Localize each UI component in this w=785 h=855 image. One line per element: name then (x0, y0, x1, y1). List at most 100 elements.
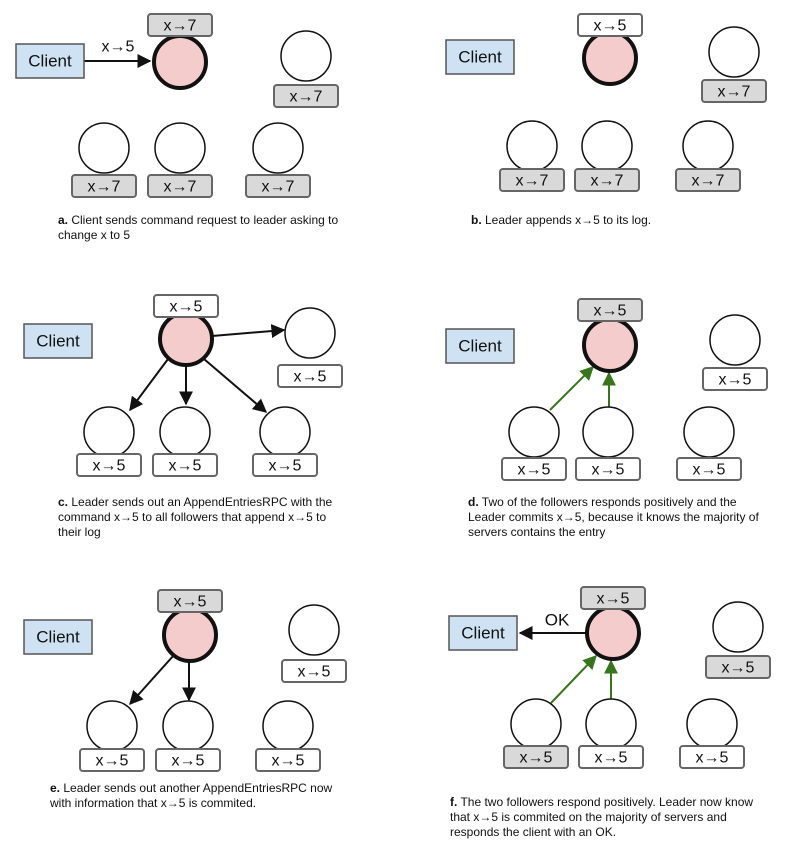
panel-f-follower-node (510, 698, 562, 750)
panel-c-follower-log: x→5 (152, 453, 218, 477)
log-box-rect (147, 174, 213, 198)
log-box-rect (575, 457, 641, 481)
panel-d-follower-node (508, 406, 560, 458)
log-entry-label: x→7 (591, 173, 624, 190)
log-entry-label: x→7 (164, 179, 197, 196)
log-entry-label: x→5 (595, 750, 628, 767)
caption-letter: a. (58, 213, 69, 227)
log-entry-label: x→5 (174, 594, 207, 611)
panel-b-follower-log: x→7 (499, 168, 565, 192)
log-entry-label: x→7 (290, 89, 323, 106)
panel-e-client-box: Client (23, 619, 93, 655)
client-label: Client (36, 628, 80, 647)
log-box-rect (574, 168, 640, 192)
log-box-rect (578, 745, 644, 769)
panel-b-follower-log: x→7 (574, 168, 640, 192)
panel-d-follower-node (683, 406, 735, 458)
panel-b-leader-log: x→5 (577, 13, 643, 37)
client-label: Client (28, 52, 72, 71)
panel-c-follower-log: x→5 (252, 453, 318, 477)
panel-c-follower-node (83, 406, 135, 458)
panel-b-follower-node (708, 26, 760, 78)
log-box-rect (245, 174, 311, 198)
panel-c-follower-node (159, 406, 211, 458)
panel-c-leader-node (158, 311, 214, 367)
panel-d-leader-node (582, 317, 638, 373)
client-box-rect (15, 43, 85, 79)
panel-c-follower-node (259, 406, 311, 458)
log-box-rect (702, 367, 768, 391)
panel-f-leader-log: x→5 (580, 586, 646, 610)
log-box-rect (155, 748, 221, 772)
panel-d-follower-node (582, 406, 634, 458)
append-entries-arrow (129, 358, 169, 412)
caption-letter: c. (58, 495, 69, 509)
client-label: Client (458, 337, 502, 356)
log-entry-label: x→5 (272, 753, 305, 770)
log-box-rect (701, 79, 767, 103)
log-entry-label: x→7 (516, 173, 549, 190)
log-box-rect (76, 453, 142, 477)
panel-f-follower-log: x→5 (503, 745, 569, 769)
panel-c-follower-log: x→5 (277, 364, 343, 388)
log-box-rect (499, 168, 565, 192)
append-entries-arrow (211, 324, 286, 339)
panel-e-follower-node (288, 604, 340, 656)
panel-e-leader-log: x→5 (157, 589, 223, 613)
caption-text: Leader sends out another AppendEntriesRP… (50, 781, 333, 810)
request-label: x→5 (102, 39, 135, 56)
log-box-rect (675, 168, 741, 192)
log-entry-label: x→7 (164, 18, 197, 35)
ok-label: OK (545, 611, 570, 630)
log-box-rect (277, 364, 343, 388)
log-entry-label: x→7 (692, 173, 725, 190)
append-entries-arrow (129, 654, 175, 706)
positive-response-arrow (549, 366, 594, 411)
caption-letter: b. (471, 213, 482, 227)
log-entry-label: x→5 (696, 750, 729, 767)
log-box-rect (679, 745, 745, 769)
panel-a-leader-node (152, 34, 208, 90)
client-box-rect (445, 39, 515, 75)
positive-response-arrow (550, 654, 597, 704)
log-box-rect (273, 84, 339, 108)
log-box-rect (577, 13, 643, 37)
log-box-rect (157, 589, 223, 613)
log-entry-label: x→7 (718, 84, 751, 101)
panel-e-follower-log: x→5 (281, 659, 347, 683)
caption-letter: f. (450, 795, 458, 809)
client-label: Client (458, 48, 502, 67)
panel-a-follower-log: x→7 (245, 174, 311, 198)
panel-f-follower-node (585, 698, 637, 750)
log-box-rect (577, 298, 643, 322)
panel-f-follower-log: x→5 (679, 745, 745, 769)
log-entry-label: x→5 (294, 369, 327, 386)
log-box-rect (503, 745, 569, 769)
panel-a-follower-log: x→7 (147, 174, 213, 198)
panel-f-follower-log: x→5 (705, 655, 771, 679)
log-entry-label: x→5 (594, 303, 627, 320)
panel-d-leader-log: x→5 (577, 298, 643, 322)
log-entry-label: x→5 (594, 18, 627, 35)
panel-d-follower-log: x→5 (676, 457, 742, 481)
log-box-rect (79, 748, 145, 772)
panel-b-client-box: Client (445, 39, 515, 75)
panel-c-client-box: Client (23, 323, 93, 359)
log-entry-label: x→5 (298, 664, 331, 681)
log-entry-label: x→7 (262, 179, 295, 196)
client-box-rect (23, 323, 93, 359)
panel-e-follower-log: x→5 (255, 748, 321, 772)
caption-a: a. Client sends command request to leade… (58, 213, 358, 243)
log-entry-label: x→5 (96, 753, 129, 770)
panel-e-follower-node (262, 700, 314, 752)
panel-c-leader-log: x→5 (153, 294, 219, 318)
log-box-rect (705, 655, 771, 679)
client-box-rect (23, 619, 93, 655)
panel-d-follower-log: x→5 (575, 457, 641, 481)
log-box-rect (252, 453, 318, 477)
panel-d-follower-log: x→5 (702, 367, 768, 391)
panel-f-follower-node (712, 601, 764, 653)
panel-f-client-box: Client (448, 615, 518, 651)
log-entry-label: x→5 (722, 660, 755, 677)
log-entry-label: x→5 (518, 462, 551, 479)
